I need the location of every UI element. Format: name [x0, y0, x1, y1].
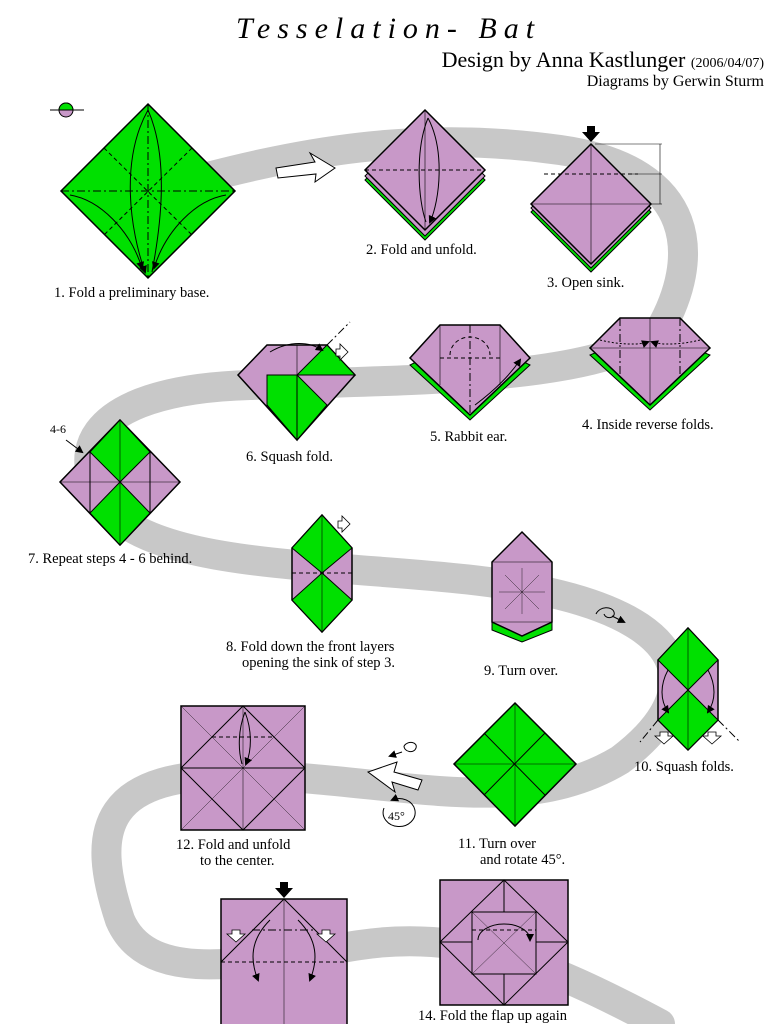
step-7-diagram — [58, 418, 182, 547]
diagrammer-credit: Diagrams by Gerwin Sturm — [586, 73, 764, 90]
step-12-diagram — [180, 705, 306, 831]
design-date: (2006/04/07) — [690, 56, 764, 71]
rotation-label: 45° — [388, 809, 405, 823]
step-10-diagram — [639, 626, 741, 752]
step-10-caption: 10. Squash folds. — [634, 759, 734, 775]
step-3-diagram — [529, 126, 662, 273]
step-3-caption: 3. Open sink. — [547, 275, 625, 291]
step-14-diagram — [439, 879, 569, 1006]
step-12-caption-line2: to the center. — [200, 853, 275, 869]
step-9-caption: 9. Turn over. — [484, 663, 559, 679]
step-8-diagram — [291, 513, 353, 634]
step-12-caption-line1: 12. Fold and unfold — [176, 837, 291, 853]
page-title: Tesselation- Bat — [236, 12, 542, 45]
step-13-diagram — [220, 882, 348, 1024]
flow-arrow — [275, 151, 336, 184]
turn-over-icon — [595, 607, 626, 623]
step-8-caption-line2: opening the sink of step 3. — [242, 655, 396, 671]
step-1-caption: 1. Fold a preliminary base. — [54, 285, 210, 301]
step-8-caption-line1: 8. Fold down the front layers — [226, 639, 395, 655]
color-side-marker — [50, 102, 84, 118]
step-7-caption: 7. Repeat steps 4 - 6 behind. — [28, 551, 193, 567]
turn-over-icon — [388, 741, 417, 758]
step-6-caption: 6. Squash fold. — [246, 449, 333, 465]
step-6-diagram — [236, 321, 357, 442]
step-1-diagram — [59, 102, 237, 280]
step-14-caption: 14. Fold the flap up again — [418, 1008, 568, 1024]
rotate-icon — [382, 793, 416, 827]
designer-credit: Design by Anna Kastlunger (2006/04/07) — [442, 47, 764, 72]
step-5-caption: 5. Rabbit ear. — [430, 429, 508, 445]
step-2-caption: 2. Fold and unfold. — [366, 242, 477, 258]
step-path — [74, 127, 698, 1024]
step-11-diagram — [452, 701, 578, 828]
step-5-diagram — [408, 324, 532, 421]
flow-arrow — [366, 761, 423, 794]
step-11-caption-line2: and rotate 45°. — [480, 852, 566, 868]
step-2-diagram — [363, 108, 487, 241]
step-4-diagram — [588, 317, 712, 411]
repeat-marker-label: 4-6 — [50, 422, 66, 436]
designer-name: Design by Anna Kastlunger — [441, 47, 686, 72]
step-11-caption-line1: 11. Turn over — [458, 836, 537, 852]
step-9-diagram — [491, 530, 553, 643]
step-4-caption: 4. Inside reverse folds. — [582, 417, 714, 433]
